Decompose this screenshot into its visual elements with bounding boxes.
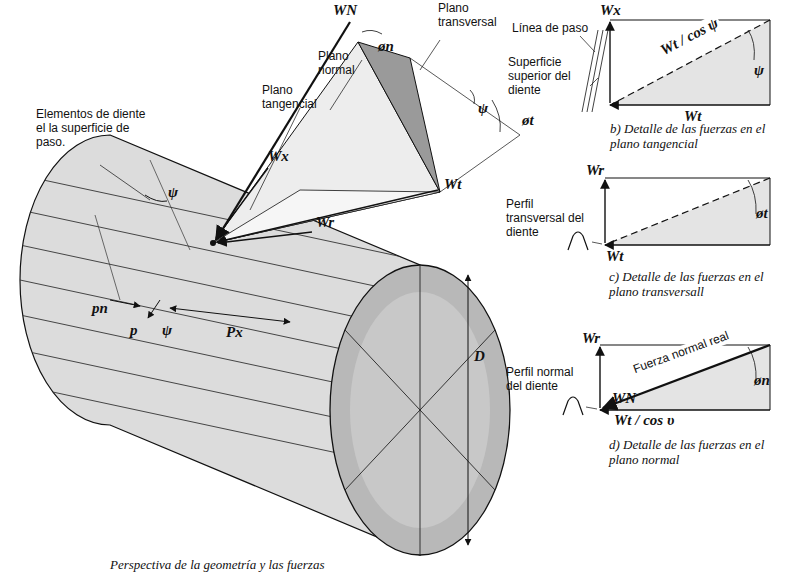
- label-text: Plano tangencial: [262, 84, 332, 112]
- label-text: WN: [612, 390, 636, 407]
- label-text: Elementos de diente el la superficie de …: [36, 108, 154, 149]
- label-text: ψ: [478, 100, 488, 117]
- label-text: Px: [226, 324, 243, 341]
- label-text: pn: [92, 300, 108, 317]
- label-text: b) Detalle de las fuerzas en el plano ta…: [610, 122, 780, 152]
- label-text: d) Detalle de las fuerzas en el plano no…: [609, 438, 781, 468]
- label-text: Línea de paso: [512, 22, 588, 36]
- label-text: c) Detalle de las fuerzas en el plano tr…: [609, 270, 781, 300]
- label-text: ψ: [162, 322, 172, 339]
- label-text: øn: [754, 372, 770, 389]
- label-text: Plano normal: [318, 50, 370, 78]
- label-text: Wx: [268, 148, 289, 165]
- label-text: Wr: [316, 214, 334, 231]
- label-text: Wr: [582, 330, 600, 347]
- label-text: øn: [378, 38, 394, 55]
- label-text: Wx: [600, 2, 621, 19]
- label-text: Perfil transversal del diente: [506, 198, 592, 239]
- label-text: Wt: [444, 176, 462, 193]
- label-text: Wt: [606, 248, 624, 265]
- label-text: Wt / cos υ: [614, 412, 674, 429]
- label-text: WN: [333, 2, 357, 19]
- label-text: Plano transversal: [438, 2, 516, 30]
- label-text: D: [474, 348, 485, 365]
- label-text: Perspectiva de la geometría y las fuerza…: [110, 558, 324, 573]
- label-text: p: [130, 322, 138, 339]
- label-text: øt: [522, 112, 534, 129]
- label-text: Perfil normal del diente: [506, 366, 576, 394]
- label-text: øt: [756, 205, 768, 222]
- label-text: Wr: [586, 162, 604, 179]
- label-text: ψ: [754, 62, 764, 79]
- label-text: Superficie superior del diente: [508, 56, 586, 97]
- label-text: ψ: [168, 184, 178, 201]
